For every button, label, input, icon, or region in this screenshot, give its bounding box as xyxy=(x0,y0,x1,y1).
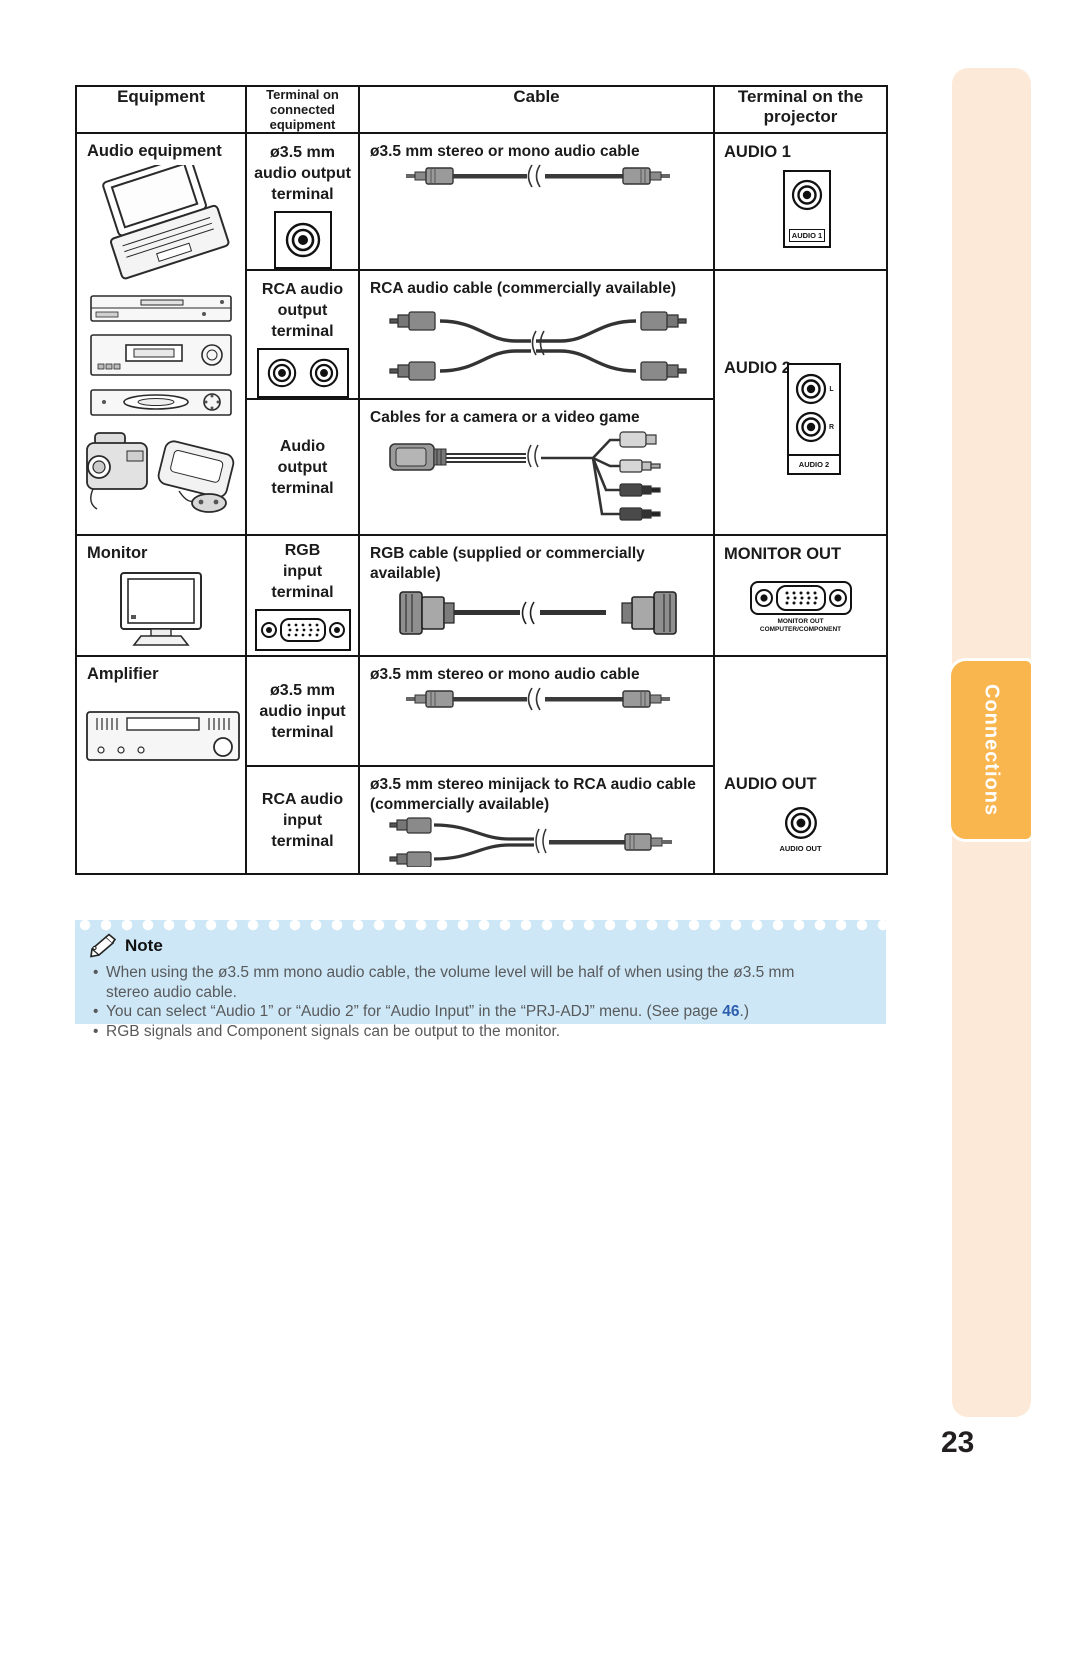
jack-left-label: L xyxy=(829,385,834,393)
equipment-cell-audio: Audio equipment xyxy=(75,132,247,536)
sidebar-tab-connections[interactable]: Connections xyxy=(948,658,1034,842)
table-row: Audio output terminal Cables for a camer… xyxy=(76,398,887,536)
set-top-box-illustration xyxy=(90,389,232,416)
projector-terminal-label: MONITOR OUT xyxy=(724,545,842,563)
dvd-player-illustration xyxy=(90,295,232,322)
rca-output-terminal-icon xyxy=(256,348,349,398)
table-row: Monitor RGB input terminal xyxy=(75,534,888,657)
col-header-terminal-connected: Terminal on connected equipment xyxy=(245,85,360,134)
amplifier-illustration xyxy=(86,711,240,761)
equipment-cell-amplifier: Amplifier xyxy=(75,655,247,875)
table-row: Audio equipment xyxy=(75,132,888,536)
vcr-illustration xyxy=(90,334,232,376)
terminal-cell-rca-input: RCA audio input terminal xyxy=(245,765,360,875)
cable-cell-rgb: RGB cable (supplied or commercially avai… xyxy=(358,534,715,657)
note-item: RGB signals and Component signals can be… xyxy=(91,1022,874,1042)
note-box: Note When using the ø3.5 mm mono audio c… xyxy=(75,920,886,1041)
equipment-cell-monitor: Monitor xyxy=(75,534,247,657)
table-header-row: Equipment Terminal on connected equipmen… xyxy=(75,85,888,134)
audio1-terminal-icon: AUDIO 1 xyxy=(783,170,831,248)
rgb-cable-icon xyxy=(398,591,677,635)
col-header-cable: Cable xyxy=(358,85,715,134)
table-row: RCA audio input terminal ø3.5 mm stereo … xyxy=(76,765,887,875)
projector-terminal-cell-monitor-out: MONITOR OUT MONITOR OUT COMPUTER/COM xyxy=(713,534,888,657)
minijack-to-rca-cable-icon xyxy=(388,817,672,867)
equipment-label: Amplifier xyxy=(87,665,159,683)
page-46-link[interactable]: 46 xyxy=(722,1003,740,1020)
camcorder-game-console-illustration xyxy=(86,432,235,513)
terminal-cell-35mm-output: ø3.5 mm audio output terminal xyxy=(245,132,360,271)
col-header-terminal-projector: Terminal on the projector xyxy=(713,85,888,134)
projector-terminal-label: AUDIO 1 xyxy=(724,143,791,161)
projector-terminal-cell-audio1: AUDIO 1 AUDIO 1 xyxy=(713,132,888,271)
cable-cell-minijack-rca: ø3.5 mm stereo minijack to RCA audio cab… xyxy=(358,765,715,875)
col-header-equipment: Equipment xyxy=(75,85,247,134)
audio2-terminal-icon: L R AUDIO 2 xyxy=(787,363,841,475)
laptop-illustration xyxy=(102,165,230,280)
note-title: Note xyxy=(125,936,163,955)
page-number: 23 xyxy=(941,1426,975,1459)
rca-cable-icon xyxy=(388,311,687,381)
cable-cell-35mm-stereo-2: ø3.5 mm stereo or mono audio cable xyxy=(358,655,715,767)
jack-right-label: R xyxy=(828,423,835,431)
note-item: When using the ø3.5 mm mono audio cable,… xyxy=(91,963,874,1002)
pencil-icon xyxy=(90,933,117,958)
minijack-terminal-icon xyxy=(273,211,332,269)
cable-cell-camera-game: Cables for a camera or a video game xyxy=(358,398,715,536)
scalloped-edge xyxy=(75,920,886,932)
projector-terminal-label: AUDIO 2 xyxy=(724,359,791,377)
sidebar-tab-label: Connections xyxy=(980,683,1003,817)
cable-cell-rca: RCA audio cable (commercially available) xyxy=(358,269,715,400)
terminal-cell-35mm-input: ø3.5 mm audio input terminal xyxy=(245,655,360,767)
rgb-terminal-icon xyxy=(254,609,351,651)
projector-terminal-cell-audio-out: AUDIO OUT AUDIO OUT xyxy=(713,655,888,875)
projector-terminal-cell-audio2: AUDIO 2 L R AUDIO 2 xyxy=(713,269,888,536)
terminal-cell-audio-output: Audio output terminal xyxy=(245,398,360,536)
terminal-cell-rca-output: RCA audio output terminal xyxy=(245,269,360,400)
equipment-label: Audio equipment xyxy=(87,142,222,160)
monitor-illustration xyxy=(120,572,202,646)
minijack-cable-icon xyxy=(405,164,670,188)
note-item: You can select “Audio 1” or “Audio 2” fo… xyxy=(91,1002,874,1022)
connections-table: Equipment Terminal on connected equipmen… xyxy=(75,85,888,875)
projector-terminal-label: AUDIO OUT xyxy=(724,775,817,793)
table-row: Amplifier xyxy=(75,655,888,875)
camera-game-cable-icon xyxy=(388,431,661,521)
monitor-out-terminal-icon: MONITOR OUT COMPUTER/COMPONENT xyxy=(746,580,856,634)
equipment-label: Monitor xyxy=(87,544,148,562)
cable-cell-35mm-stereo: ø3.5 mm stereo or mono audio cable xyxy=(358,132,715,271)
audio-out-terminal-icon: AUDIO OUT xyxy=(779,805,822,853)
note-list: When using the ø3.5 mm mono audio cable,… xyxy=(75,961,886,1041)
terminal-cell-rgb-input: RGB input terminal xyxy=(245,534,360,657)
table-row: RCA audio output terminal RCA audio cabl… xyxy=(76,269,888,536)
minijack-cable-icon xyxy=(405,687,670,711)
